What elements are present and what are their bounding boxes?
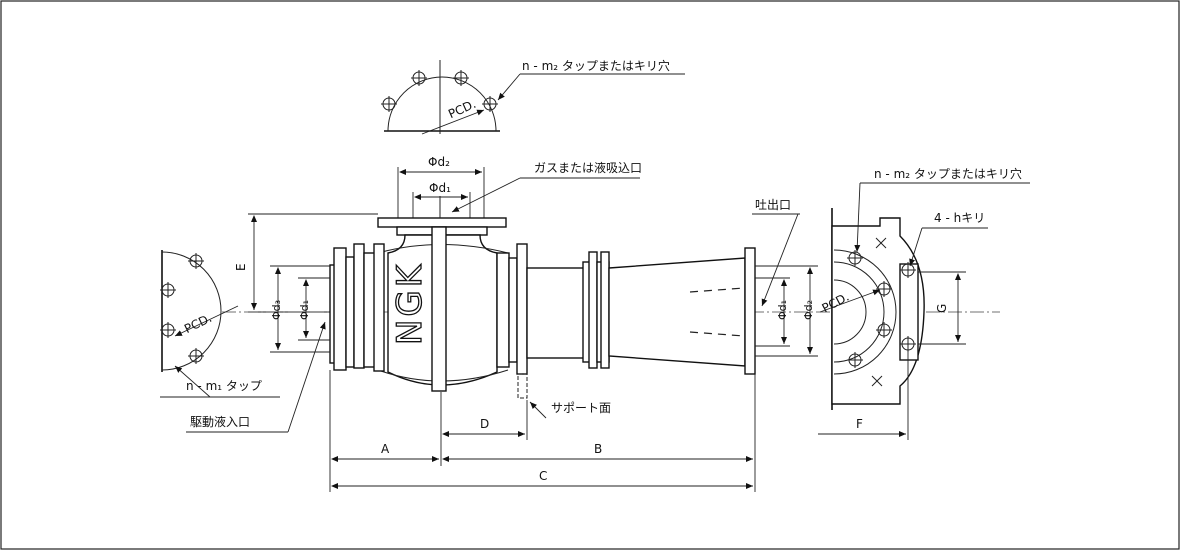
hole-note: 4 - hキリ (934, 211, 985, 225)
left-tap-note: n - m₁ タップ (186, 379, 262, 393)
left-flange-detail: PCD. Φd₃ Φd₁ n - m₁ タップ 駆動液入口 (160, 250, 330, 433)
support-face-label: サポート面 (551, 401, 611, 415)
dim-b-label: B (594, 442, 602, 456)
ngk-logo: NGK (390, 262, 430, 345)
dim-d-label: D (480, 417, 489, 431)
dim-a-label: A (381, 442, 390, 456)
ejector-body: NGK (222, 196, 1000, 399)
drive-inlet-label: 駆動液入口 (190, 414, 250, 429)
dim-phi-d2-top: Φd₂ (428, 155, 450, 169)
bottom-dimensions: D A B C サポート面 (329, 370, 756, 492)
pcd-left-label: PCD. (182, 311, 214, 336)
gas-inlet-label: ガスまたは液吸込口 (534, 160, 642, 175)
discharge-label: 吐出口 (755, 198, 791, 212)
dim-f-label: F (856, 417, 863, 431)
right-tap-note: n - m₂ タップまたはキリ穴 (874, 166, 1022, 181)
pcd-top-label: PCD. (446, 97, 478, 121)
dim-phi-d3-left: Φd₃ (270, 300, 283, 320)
discharge-dimensions: 吐出口 Φd₁ Φd₂ (752, 198, 818, 357)
dim-phi-d1-top: Φd₁ (429, 181, 451, 195)
bolt-hole-icon (381, 70, 498, 112)
end-view: PCD. n - m₂ タップまたはキリ穴 4 - hキリ G F (818, 166, 1030, 440)
dim-phi-d1-left: Φd₁ (298, 300, 311, 320)
dim-phi-d1-right: Φd₁ (776, 300, 789, 320)
suction-dimensions: Φd₂ Φd₁ ガスまたは液吸込口 (397, 155, 642, 222)
dim-g-label: G (935, 304, 949, 313)
dim-phi-d2-right: Φd₂ (802, 300, 815, 320)
dim-c-label: C (539, 469, 547, 483)
top-flange-detail: PCD. n - m₂ タップまたはキリ穴 (381, 58, 685, 135)
dim-e-label: E (234, 263, 248, 271)
top-tap-note: n - m₂ タップまたはキリ穴 (522, 58, 670, 73)
